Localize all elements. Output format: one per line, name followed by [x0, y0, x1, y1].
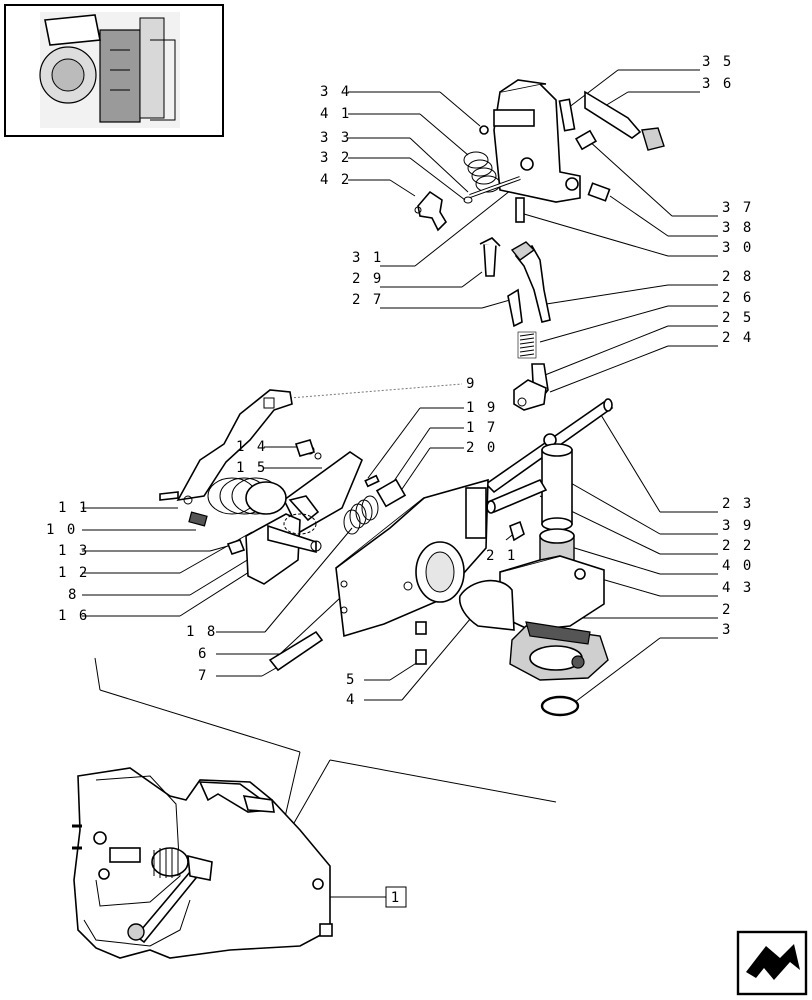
callout-11: 1 1 — [58, 500, 89, 516]
washer-13 — [226, 539, 246, 555]
callout-13: 1 3 — [58, 543, 89, 559]
callout-16: 1 6 — [58, 608, 89, 624]
bolt-11 — [159, 491, 179, 501]
bracket-8 — [245, 495, 322, 585]
callout-25: 2 5 — [722, 310, 753, 326]
lever-28 — [479, 237, 551, 323]
callout-9: 9 — [466, 376, 476, 392]
assembly-reference-label: 1 — [391, 890, 401, 906]
location-thumbnail — [4, 4, 224, 137]
latch-housing — [479, 79, 665, 203]
pin-27 — [507, 288, 523, 328]
callout-23: 2 3 — [722, 496, 753, 512]
spring-18 — [343, 495, 379, 535]
snap-ring-3 — [540, 695, 580, 717]
callout-19: 1 9 — [466, 400, 497, 416]
callout-29: 2 9 — [352, 271, 383, 287]
callout-39: 3 9 — [722, 518, 753, 534]
callout-2: 2 — [722, 602, 732, 618]
leader-lines — [523, 69, 718, 703]
callout-20: 2 0 — [466, 440, 497, 456]
callout-15: 1 5 — [236, 460, 267, 476]
spring-26 — [517, 331, 537, 359]
rod-22 — [486, 478, 548, 514]
pin-21 — [509, 520, 525, 542]
assembly-reference-box: 1 — [385, 886, 407, 908]
pin-7 — [268, 630, 324, 672]
bushing-5a — [415, 621, 427, 635]
coil-13 — [207, 477, 287, 515]
bracket-42 — [414, 190, 448, 232]
lever-9 — [176, 389, 293, 502]
callout-21: 2 1 — [486, 548, 517, 564]
callout-10: 1 0 — [46, 522, 77, 538]
cap-20 — [375, 478, 407, 508]
callout-6: 6 — [198, 646, 208, 662]
washer-14 — [314, 452, 322, 460]
callout-43: 4 3 — [722, 580, 753, 596]
callout-33: 3 3 — [320, 130, 351, 146]
callout-labels: 3 5 3 6 3 4 4 1 3 3 3 2 4 2 3 7 3 8 3 0 … — [46, 54, 753, 708]
callout-27: 2 7 — [352, 292, 383, 308]
leader-lines-left — [82, 91, 557, 898]
callout-42: 4 2 — [320, 172, 351, 188]
pin-19 — [364, 474, 380, 488]
callout-24: 2 4 — [722, 330, 753, 346]
callout-35: 3 5 — [702, 54, 733, 70]
callout-38: 3 8 — [722, 220, 753, 236]
callout-7: 7 — [198, 668, 208, 684]
callout-37: 3 7 — [722, 200, 753, 216]
pin-11 — [183, 495, 193, 505]
callout-3: 3 — [722, 622, 732, 638]
callout-36: 3 6 — [702, 76, 733, 92]
bushing-5b — [415, 649, 427, 665]
callout-17: 1 7 — [466, 420, 497, 436]
callout-18: 1 8 — [186, 624, 217, 640]
callout-31: 3 1 — [352, 250, 383, 266]
assembled-hitch — [72, 767, 333, 959]
callout-14: 1 4 — [236, 439, 267, 455]
fork-24 — [513, 363, 549, 411]
hook-body-2 — [458, 555, 609, 681]
callout-12: 1 2 — [58, 565, 89, 581]
callout-41: 4 1 — [320, 106, 351, 122]
pin-33 — [463, 176, 521, 204]
callout-8: 8 — [68, 587, 78, 603]
sleeve-39 — [541, 443, 573, 531]
screw-14 — [294, 439, 316, 457]
callout-40: 4 0 — [722, 558, 753, 574]
callout-4: 4 — [346, 692, 356, 708]
spring-41 — [463, 151, 501, 193]
pin-30 — [515, 197, 525, 223]
callout-32: 3 2 — [320, 150, 351, 166]
callout-34: 3 4 — [320, 84, 351, 100]
main-body — [335, 478, 489, 638]
spring-10 — [188, 511, 208, 527]
callout-22: 2 2 — [722, 538, 753, 554]
callout-5: 5 — [346, 672, 356, 688]
callout-28: 2 8 — [722, 269, 753, 285]
callout-30: 3 0 — [722, 240, 753, 256]
callout-26: 2 6 — [722, 290, 753, 306]
next-page-arrow-icon[interactable] — [736, 930, 808, 996]
